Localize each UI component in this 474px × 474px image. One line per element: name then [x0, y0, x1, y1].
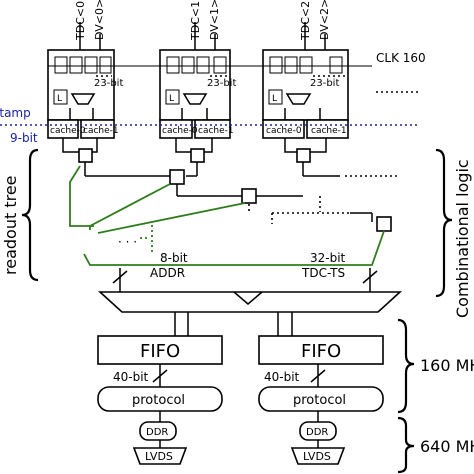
protocol-0-label: protocol [132, 393, 185, 408]
channel-1-tdc-label: TDC<1> [189, 0, 202, 41]
tdcts-slash [362, 270, 378, 284]
tree-ellipsis: · · · [118, 235, 137, 249]
channel-0-latch-label: L [57, 94, 62, 104]
protocol-1 [258, 386, 384, 412]
channel-2-dv-label: DV<2> [318, 0, 331, 40]
channel-1-tree-left [175, 138, 192, 153]
channel-1-bits: 23-bit [207, 78, 236, 89]
green-path-c [97, 202, 246, 234]
channel-2-tree-left [284, 138, 298, 153]
protocol-1-label: protocol [293, 393, 346, 408]
fifo-1 [258, 335, 384, 365]
channel-0-reg-c [84, 56, 98, 74]
channel-2-tdc-label: TDC<2> [299, 0, 312, 41]
channel-0-reg-d [99, 56, 112, 74]
ddr-1-label: DDR [306, 427, 328, 438]
left-label: readout tree [1, 175, 20, 275]
channel-1-dv-label: DV<1> [208, 0, 221, 40]
channel-2-reg-b [284, 56, 298, 74]
timestamp-bits: 9-bit [10, 131, 38, 145]
channel-1-block [159, 49, 231, 121]
channel-1-mux [182, 93, 208, 105]
channel-0-tdc-label: TDC<0> [74, 0, 87, 41]
timestamp-label: timestamp [0, 106, 31, 120]
channel-1-reg-c [196, 56, 210, 74]
upper-domain-label: 160 MHz [420, 356, 474, 375]
channel-2-mux [285, 93, 312, 105]
lower-domain-label: 640 MHz [420, 437, 474, 456]
fifo-0 [97, 335, 223, 365]
channel-2-latch [268, 89, 283, 105]
channel-0-merge-node [78, 148, 93, 163]
channel-0-cache-1-label: cache-1 [83, 126, 119, 136]
addr-slash [112, 270, 128, 284]
lvds-0-label: LVDS [145, 450, 173, 463]
tdcts-name: TDC-TS [301, 266, 345, 280]
addr-bits: 8-bit [160, 251, 188, 265]
channel-2-block [262, 49, 349, 121]
green-path-b [89, 183, 171, 230]
lower-domain-bracket [397, 416, 415, 474]
path-1-bits: 40-bit [264, 370, 300, 384]
clock-label: CLK 160 [376, 51, 426, 65]
lvds-1 [290, 447, 346, 465]
channel-1-latch [165, 89, 180, 105]
channel-2-reg-c [299, 56, 313, 74]
channel-0-block [47, 49, 115, 121]
channel-2-merge-node [296, 148, 311, 163]
channel-2-cache-1-label: cache-1 [311, 126, 347, 136]
channel-2-reg-a [269, 56, 283, 74]
channel-2-reg-d [329, 56, 343, 74]
fifo-0-label: FIFO [140, 341, 180, 362]
tree-node-root [376, 216, 392, 232]
channel-2-tree-right [310, 138, 327, 153]
right-label: Combinational logic [453, 159, 472, 318]
channel-1-reg-b [181, 56, 195, 74]
addr-name: ADDR [150, 266, 185, 280]
upper-domain-bracket [397, 318, 415, 414]
demux-notch [233, 291, 263, 305]
path-0-bits: 40-bit [113, 370, 149, 384]
channel-0-reg-b [69, 56, 83, 74]
channel-1: TDC<1> DV<1> 23-bit L cache-0 cache-1 [159, 0, 236, 163]
channel-0-bits: 23-bit [94, 78, 123, 89]
channel-2-cache-1 [306, 119, 349, 139]
channel-1-latch-label: L [169, 94, 174, 104]
green-bus [83, 230, 385, 266]
ddr-0-label: DDR [146, 427, 168, 438]
fifo-1-slash [310, 369, 326, 383]
channel-1-reg-d [213, 56, 227, 74]
channel-0-dv-label: DV<0> [93, 0, 106, 40]
tdcts-bits: 32-bit [310, 251, 346, 265]
channel-0: TDC<0> DV<0> 23-bit L cache-0 cache-1 [47, 0, 123, 163]
fifo-1-label: FIFO [301, 341, 341, 362]
channel-0-latch [53, 89, 68, 105]
right-bracket [435, 148, 453, 298]
channel-0-reg-a [54, 56, 68, 74]
left-bracket [21, 148, 39, 282]
channel-2: TDC<2> DV<2> 23-bit L cache-0 cache-1 [262, 0, 349, 163]
channel-0-mux [70, 93, 96, 105]
channel-2-bits: 23-bit [310, 78, 339, 89]
channel-1-cache-0-label: cache-0 [162, 126, 198, 136]
tree-node-level-1 [169, 169, 185, 185]
fifo-0-slash [152, 369, 168, 383]
channel-2-latch-label: L [272, 94, 277, 104]
lvds-1-label: LVDS [303, 450, 331, 463]
tree-node-level-2 [241, 188, 257, 204]
channel-2-cache-0-label: cache-0 [266, 126, 302, 136]
ddr-0 [139, 421, 177, 441]
green-path-a [69, 165, 94, 227]
channel-1-merge-node [190, 148, 205, 163]
channel-1-reg-a [166, 56, 180, 74]
channel-2-cache-0 [262, 119, 305, 139]
channel-0-cache-0-label: cache-0 [50, 126, 86, 136]
channel-1-tree-right [203, 138, 213, 153]
channel-1-cache-1-label: cache-1 [198, 126, 234, 136]
lvds-0 [132, 447, 188, 465]
